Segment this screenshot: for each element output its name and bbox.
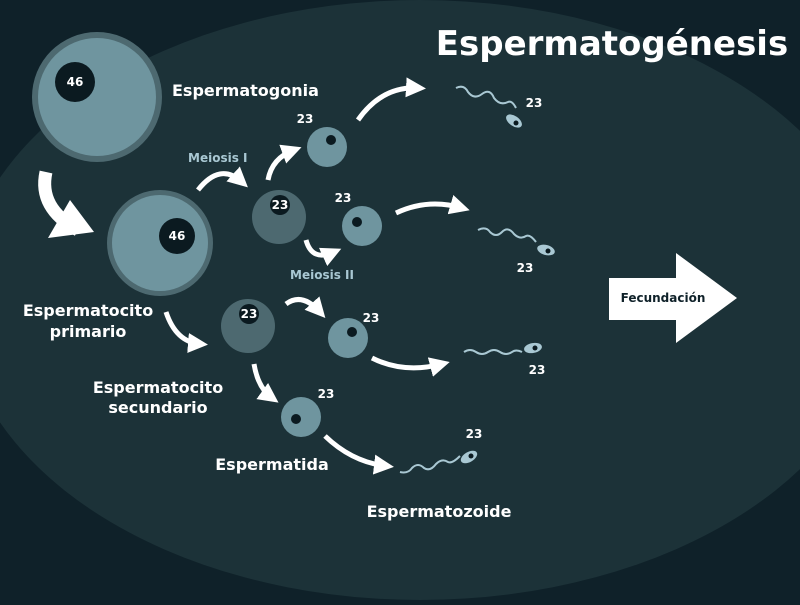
label-meiosis-1: Meiosis I — [188, 151, 247, 165]
label-primary-line2: primario — [50, 322, 127, 341]
chromosome-count: 23 — [297, 112, 314, 126]
label-spermatozoon: Espermatozoide — [367, 502, 512, 521]
arrow-meiosis-2-c — [284, 296, 326, 318]
label-secondary-line2: secundario — [108, 398, 207, 417]
spermatid-3 — [328, 318, 368, 358]
chromosome-count: 23 — [363, 311, 380, 325]
nucleus — [55, 62, 95, 102]
nucleus — [352, 217, 362, 227]
fertilization-arrow — [609, 253, 737, 343]
spermatozoon-3 — [463, 342, 542, 355]
chromosome-count: 23 — [335, 191, 352, 205]
spermatozoon-2 — [477, 227, 555, 256]
arrow-meiosis-2-a — [265, 144, 302, 181]
label-spermatid: Espermatida — [215, 455, 329, 474]
chromosome-count: 23 — [318, 387, 335, 401]
spermatozoon-1 — [455, 85, 522, 128]
spermatid-2 — [342, 206, 382, 246]
spermatid-4 — [281, 397, 321, 437]
arrow-meiosis-2-b — [303, 239, 342, 267]
chromosome-count: 23 — [241, 307, 258, 321]
chromosome-count: 23 — [529, 363, 546, 377]
chromosome-count: 23 — [466, 427, 483, 441]
nucleus — [239, 304, 259, 324]
nucleus — [159, 218, 195, 254]
spermatid-1 — [307, 127, 347, 167]
arrow-to-sperm-2 — [394, 195, 470, 216]
chromosome-count: 23 — [517, 261, 534, 275]
arrow-meiosis-1-lower — [163, 311, 208, 353]
nucleus — [347, 327, 357, 337]
chromosome-count: 46 — [169, 229, 186, 243]
spermatogonium-cell: 46 — [32, 32, 162, 162]
chromosome-count: 23 — [272, 198, 289, 212]
arrow-to-sperm-3 — [370, 355, 450, 377]
page-title: Espermatogénesis — [436, 24, 788, 64]
primary-spermatocyte-cell: 46 — [107, 190, 213, 296]
chromosome-count: 23 — [526, 96, 543, 110]
arrow-to-sperm-1 — [355, 77, 426, 122]
nucleus — [270, 195, 290, 215]
nucleus — [326, 135, 336, 145]
secondary-spermatocyte-upper: 23 — [252, 190, 306, 244]
label-fertilization: Fecundación — [621, 291, 706, 305]
label-secondary-line1: Espermatocito — [93, 378, 223, 397]
chromosome-count: 46 — [67, 75, 84, 89]
label-spermatogonium: Espermatogonia — [172, 81, 319, 100]
secondary-spermatocyte-lower: 23 — [221, 299, 275, 353]
arrow-meiosis-2-d — [251, 363, 279, 403]
arrow-1-head — [48, 200, 94, 238]
arrow-to-sperm-4 — [323, 434, 394, 475]
nucleus — [291, 414, 301, 424]
label-meiosis-2: Meiosis II — [290, 268, 354, 282]
spermatozoon-4 — [399, 450, 478, 474]
arrow-meiosis-1-upper — [196, 166, 248, 192]
label-primary-line1: Espermatocito — [23, 301, 153, 320]
